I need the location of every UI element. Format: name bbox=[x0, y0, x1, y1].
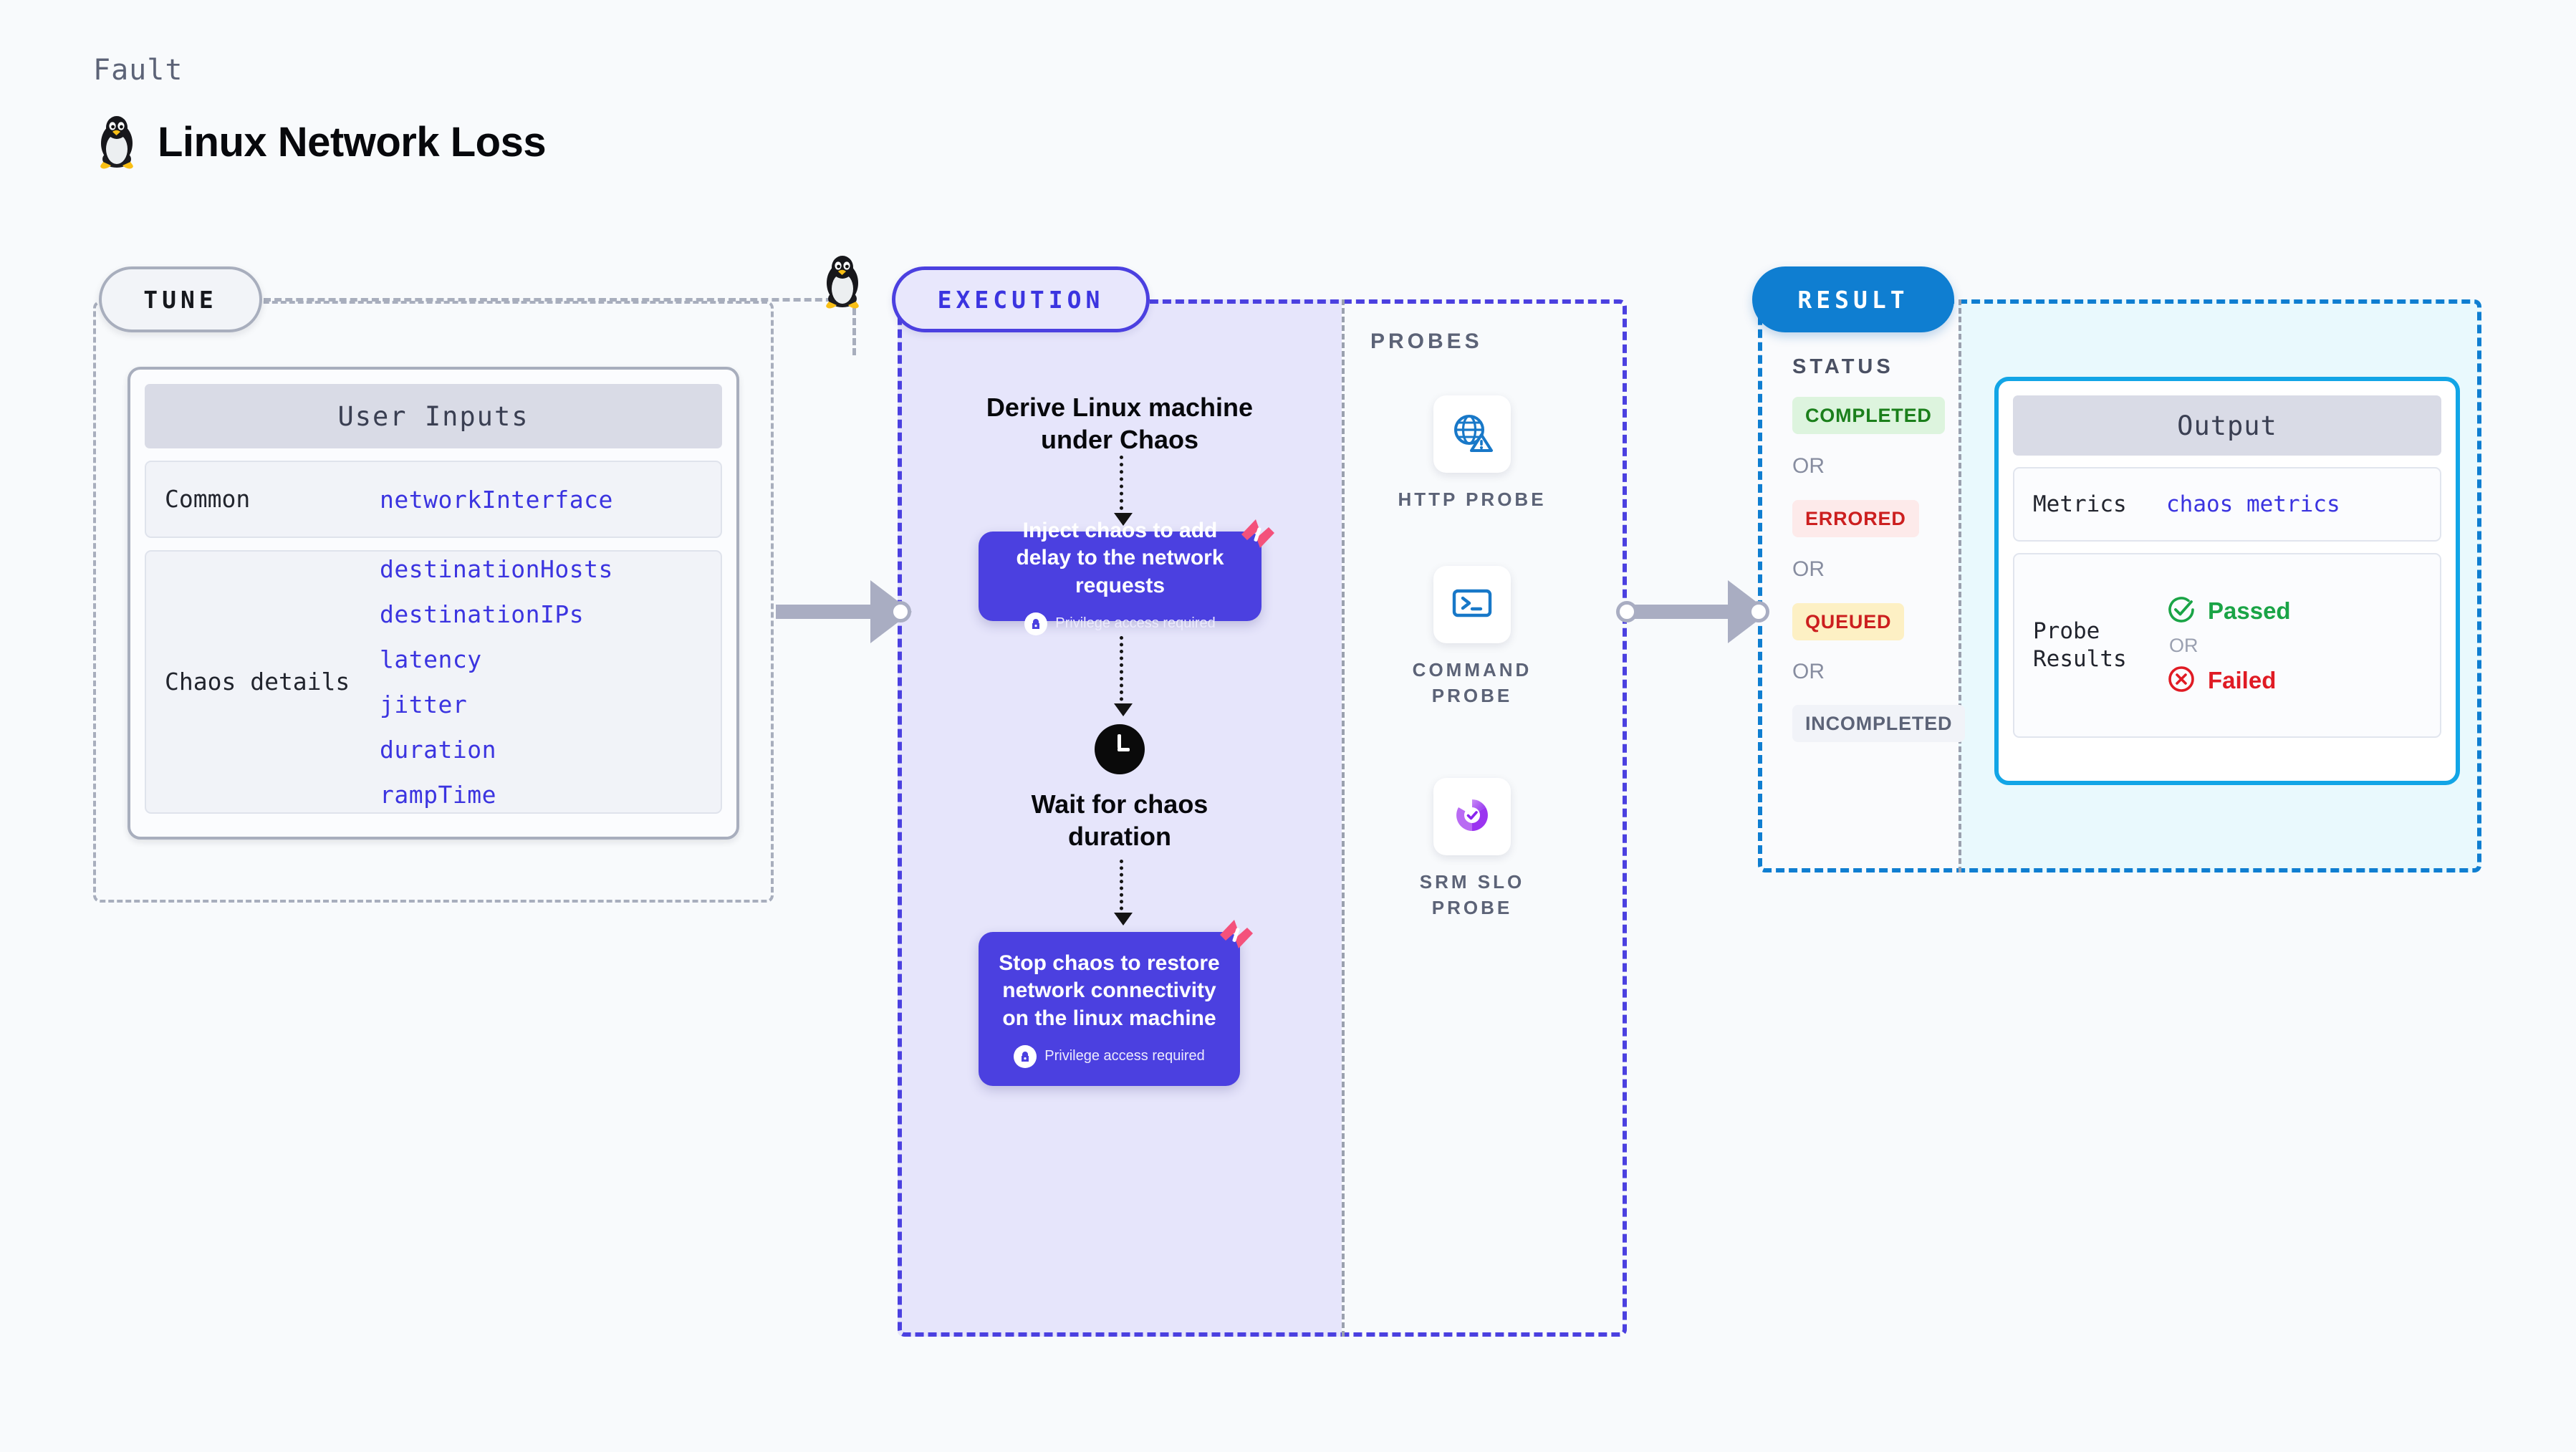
output-card: Output Metrics chaos metrics Probe Resul… bbox=[1994, 377, 2460, 785]
status-badge: INCOMPLETED bbox=[1792, 705, 1966, 742]
privilege-note: Privilege access required bbox=[1014, 1044, 1205, 1068]
execution-stage: EXECUTION PROBES Derive Linux machine un… bbox=[892, 266, 1627, 1337]
or-separator: OR bbox=[2169, 634, 2198, 656]
input-param[interactable]: rampTime bbox=[380, 781, 496, 809]
page-title: Linux Network Loss bbox=[158, 118, 547, 165]
privilege-note: Privilege access required bbox=[1024, 612, 1216, 635]
tune-pill-label[interactable]: TUNE bbox=[99, 266, 262, 332]
passed-label: Passed bbox=[2208, 597, 2291, 624]
tune-dashed-connector bbox=[264, 298, 844, 302]
status-section-label: STATUS bbox=[1792, 355, 1894, 378]
lock-icon bbox=[1024, 612, 1048, 635]
input-param[interactable]: jitter bbox=[380, 691, 468, 718]
flow-arrow-down bbox=[1114, 860, 1133, 925]
execution-stage-border bbox=[898, 299, 1627, 1337]
probe-caption-http: HTTP PROBE bbox=[1398, 489, 1547, 510]
input-param[interactable]: destinationHosts bbox=[380, 555, 613, 583]
probes-section-label: PROBES bbox=[1370, 330, 1483, 353]
lock-icon bbox=[1014, 1044, 1037, 1068]
connector-node bbox=[890, 601, 911, 622]
probe-results-values: Passed OR Failed bbox=[2166, 595, 2291, 697]
clock-icon bbox=[1095, 724, 1145, 774]
inject-chaos-step[interactable]: Inject chaos to add delay to the network… bbox=[979, 519, 1274, 635]
privilege-text: Privilege access required bbox=[1055, 615, 1216, 632]
execution-step-title: Derive Linux machine under Chaos bbox=[986, 393, 1254, 455]
result-status-panel bbox=[1758, 299, 1959, 872]
flow-arrow-down bbox=[1114, 456, 1133, 526]
connector-node bbox=[1616, 601, 1638, 622]
probe-tile-http[interactable] bbox=[1433, 395, 1511, 473]
tune-dashed-connector-vertical bbox=[852, 298, 856, 355]
input-param[interactable]: duration bbox=[380, 736, 496, 764]
or-separator: OR bbox=[1792, 557, 1825, 581]
terminal-icon bbox=[1450, 581, 1494, 629]
check-circle-icon bbox=[2166, 595, 2196, 628]
page-title-row: Linux Network Loss bbox=[95, 115, 547, 169]
stop-chaos-step[interactable]: Stop chaos to restore network connectivi… bbox=[979, 920, 1253, 1086]
probe-caption-command: COMMAND PROBE bbox=[1412, 659, 1532, 706]
failed-label: Failed bbox=[2208, 666, 2277, 693]
linux-penguin-icon bbox=[820, 254, 865, 312]
result-inner-divider bbox=[1959, 299, 1961, 872]
harness-logo-icon bbox=[1217, 916, 1256, 956]
page-eyebrow: Fault bbox=[93, 54, 183, 87]
probe-result-failed: Failed bbox=[2166, 664, 2291, 697]
result-stage: RESULT STATUS COMPLETED OR ERRORED OR QU… bbox=[1752, 266, 2481, 872]
table-row: Chaos details destinationHosts destinati… bbox=[145, 550, 722, 814]
srm-slo-icon bbox=[1450, 793, 1494, 841]
input-param[interactable]: latency bbox=[380, 645, 482, 673]
x-circle-icon bbox=[2166, 664, 2196, 697]
row-values: destinationHosts destinationIPs latency … bbox=[380, 539, 613, 824]
metrics-label: Metrics bbox=[2033, 491, 2127, 517]
connector-node bbox=[1748, 601, 1769, 622]
tune-stage-border bbox=[93, 301, 774, 903]
harness-logo-icon bbox=[1239, 516, 1277, 555]
result-pill-label[interactable]: RESULT bbox=[1752, 266, 1954, 332]
row-label: Chaos details bbox=[165, 668, 350, 696]
execution-pill-label[interactable]: EXECUTION bbox=[892, 266, 1150, 332]
input-param[interactable]: networkInterface bbox=[380, 485, 613, 514]
probe-tile-srm-slo[interactable] bbox=[1433, 778, 1511, 855]
row-values: networkInterface bbox=[380, 470, 613, 529]
or-separator: OR bbox=[1792, 660, 1825, 683]
probe-results-label: Probe Results bbox=[2033, 618, 2127, 672]
execution-probes-divider bbox=[1342, 299, 1345, 1337]
flow-arrow-down bbox=[1114, 636, 1133, 716]
metrics-value[interactable]: chaos metrics bbox=[2166, 491, 2340, 517]
inject-chaos-text: Inject chaos to add delay to the network… bbox=[1016, 519, 1224, 597]
user-inputs-title: User Inputs bbox=[145, 384, 722, 448]
privilege-text: Privilege access required bbox=[1044, 1048, 1205, 1064]
probe-caption-srm-slo: SRM SLO PROBE bbox=[1419, 871, 1525, 918]
status-badge: COMPLETED bbox=[1792, 397, 1945, 434]
table-row: Probe Results Passed OR bbox=[2013, 553, 2441, 738]
stop-chaos-text: Stop chaos to restore network connectivi… bbox=[999, 951, 1220, 1030]
table-row: Metrics chaos metrics bbox=[2013, 467, 2441, 542]
wait-step-title: Wait for chaos duration bbox=[1031, 789, 1208, 852]
linux-penguin-icon bbox=[95, 115, 139, 169]
row-label: Common bbox=[165, 485, 251, 514]
status-badge: QUEUED bbox=[1792, 603, 1905, 640]
input-param[interactable]: destinationIPs bbox=[380, 600, 585, 628]
globe-warning-icon bbox=[1450, 410, 1494, 458]
table-row: Common networkInterface bbox=[145, 461, 722, 538]
probe-result-passed: Passed bbox=[2166, 595, 2291, 628]
status-badge: ERRORED bbox=[1792, 500, 1919, 537]
probe-tile-command[interactable] bbox=[1433, 566, 1511, 643]
user-inputs-card: User Inputs Common networkInterface Chao… bbox=[128, 367, 739, 840]
output-title: Output bbox=[2013, 395, 2441, 456]
or-separator: OR bbox=[1792, 454, 1825, 478]
tune-stage: TUNE User Inputs Common bbox=[93, 256, 859, 903]
